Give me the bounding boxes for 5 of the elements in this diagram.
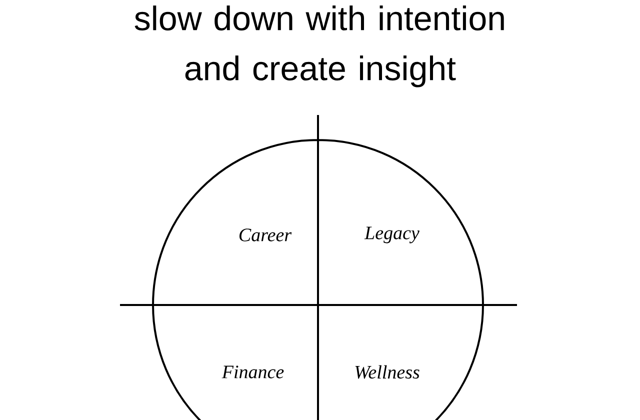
quadrant-label: Finance bbox=[222, 366, 284, 378]
quadrant-label: Career bbox=[240, 228, 292, 242]
quadrant-label: Legacy bbox=[364, 226, 420, 244]
quadrant-label: Wellness bbox=[355, 365, 420, 379]
title: slow down with intention and create insight bbox=[134, 6, 504, 88]
